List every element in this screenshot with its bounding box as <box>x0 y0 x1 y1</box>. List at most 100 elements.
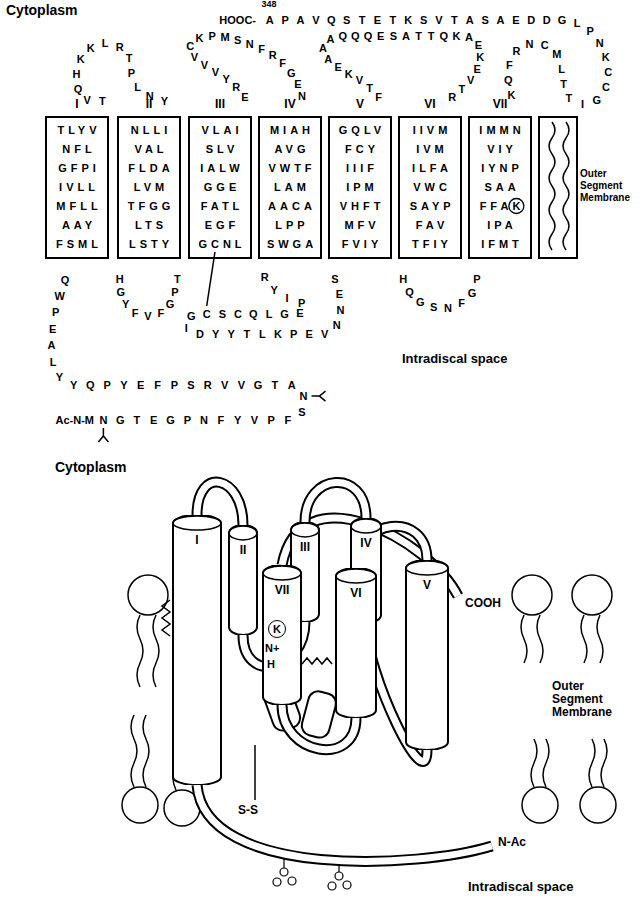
helix-number: VII <box>262 583 302 597</box>
sugar <box>328 882 336 890</box>
loop-tube-outline <box>305 482 366 522</box>
lipid-tail <box>153 615 159 687</box>
helix-cylinder: I <box>172 515 222 785</box>
text-label: H <box>267 658 275 670</box>
sugar-link <box>284 858 339 872</box>
n-terminal-tube <box>197 785 492 861</box>
helix-box: VGQLV FCY IIIF IPM VHFT MFV FVIY <box>328 116 392 259</box>
helix-cylinder: V <box>405 560 449 750</box>
helix-cylinder: II <box>228 525 258 635</box>
text-label: HOOC- <box>219 14 256 26</box>
sequence-loop: HQGSNFGP <box>399 273 480 313</box>
residue-rows: GQLV FCY IIIF IPM VHFT MFV FVIY <box>335 121 385 254</box>
disulfide-bond <box>207 252 215 306</box>
sequence-loop: HGYFVFGPT <box>116 273 181 322</box>
palmitoyl-chains <box>549 122 569 250</box>
helix-box: VIIIVM IVM ILFA VWC SAYP FAV TFIY <box>398 116 462 259</box>
text-label: 348 <box>261 0 276 10</box>
palmitoyl-chain <box>563 122 569 250</box>
lipid-head <box>572 575 612 615</box>
cylinder-top <box>291 523 319 537</box>
sequence-loop: TVQHKKLRTPLNY <box>73 37 169 107</box>
helix-box: VIIIMMN VIY IYNP SAA FFAK IPA IFMT <box>468 116 532 259</box>
loop-guide <box>262 20 608 104</box>
terminal-tubes <box>197 518 492 861</box>
cylinder-top <box>351 519 381 533</box>
lipid-tail <box>521 615 527 663</box>
text-label: N+ <box>265 642 279 654</box>
hairpin-cylinder <box>300 689 339 740</box>
helix-number: II <box>119 96 179 112</box>
sugar <box>335 872 343 880</box>
lipid-tail <box>143 715 149 787</box>
text-label: Intradiscal space <box>468 880 574 894</box>
cylinder-top <box>263 566 301 580</box>
loop-guide <box>323 36 480 102</box>
sequence-loop: KQFRNCMLTTIGCCKNPLGDDEASATVSKTETSQVAPA <box>266 14 613 110</box>
cylinder-body <box>336 568 376 718</box>
helix-cylinder: VI <box>335 568 377 718</box>
loop-guide <box>190 36 303 102</box>
helix-box: IINLLI VAL FLDA LVM TFGG LTS LSTY <box>117 116 181 259</box>
text-label: COOH <box>465 597 501 610</box>
text-label: Cytoplasm <box>55 460 127 475</box>
cylinder-body <box>173 515 221 785</box>
sugar <box>343 881 351 889</box>
sugar <box>280 868 288 876</box>
residue-rows: TLYV NFL GFPI IVLL MFLL AAY FSML <box>52 121 102 254</box>
text-label: Ac-N-M <box>56 414 95 426</box>
n-terminal-tube <box>197 785 492 861</box>
helix-number: IV <box>260 96 320 112</box>
helix-box: IVMIAH AVG VWTF LAM AACA LPP SWGA <box>258 116 322 259</box>
text-label: N-Ac <box>498 836 526 849</box>
text-label: Intradiscal space <box>402 352 508 366</box>
helix-number: III <box>190 96 250 112</box>
helix-box: IIIVLAI SLV IALW GGE FATL EGF GCNL <box>188 116 252 259</box>
cylinder-body <box>263 565 301 705</box>
text-label: S-S <box>238 804 258 817</box>
lipid-head <box>580 787 616 823</box>
lipid-head <box>128 575 168 615</box>
sequence-loop: RYIPEGLQCSCGIDYYTLKPEVNNES <box>185 271 345 340</box>
cylinder-top <box>406 561 448 575</box>
lipid-tail <box>531 739 537 787</box>
residue-rows: IMMN VIY IYNP SAA FFAK IPA IFMT <box>475 121 524 254</box>
helix-number: V <box>330 96 390 112</box>
membrane-anchor-box: Outer Segment Membrane <box>538 116 578 259</box>
helix-number: IV <box>350 536 382 550</box>
helix-box: ITLYV NFL GFPI IVLL MFLL AAY FSML <box>45 116 109 259</box>
lipid-tail <box>597 615 603 663</box>
glycosylation-mark <box>311 391 325 401</box>
residue-rows: VLAI SLV IALW GGE FATL EGF GCNL <box>194 121 245 254</box>
sugar <box>288 877 296 885</box>
loop-tube <box>305 482 366 522</box>
loop-guide <box>402 272 478 308</box>
loop-guide <box>120 272 178 316</box>
cylinder-top <box>229 526 257 540</box>
palmitoyl-chain <box>549 122 555 250</box>
glycosylation-mark <box>98 428 108 442</box>
cylinder-top <box>173 516 221 530</box>
palmitoyl-chain <box>162 600 170 636</box>
text-label: Outer Segment Membrane <box>552 680 636 720</box>
lipid-tail <box>131 715 137 787</box>
lipid-head <box>522 787 558 823</box>
cylinder-body <box>406 560 448 750</box>
region-label: Outer Segment Membrane <box>580 168 636 204</box>
helix-number: III <box>290 540 320 554</box>
sequence-loop: NGTEGPNFYVPFSNATGVVRSPFEYPQYYLAEPWQ <box>48 274 308 426</box>
lipid-tail <box>589 739 595 787</box>
cylinder-body <box>229 525 257 635</box>
cylinder-outline <box>228 525 258 635</box>
lipid-tail <box>543 739 549 787</box>
sugar <box>273 878 281 886</box>
lipid-tail <box>537 615 543 663</box>
lipid-tail <box>601 739 607 787</box>
loop-guide <box>76 43 172 102</box>
helix-number: VII <box>470 96 530 112</box>
cylinder-top <box>336 569 376 583</box>
lipid-head <box>122 787 158 823</box>
lipid-tail <box>581 615 587 663</box>
helix-number: VI <box>400 96 460 112</box>
